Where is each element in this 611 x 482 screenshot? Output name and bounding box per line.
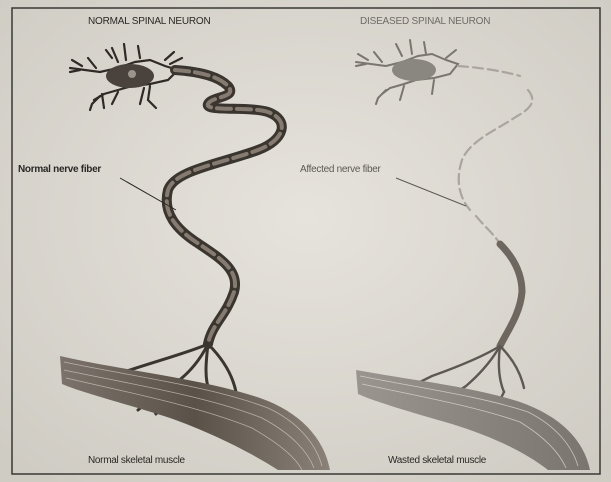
normal-fiber-label: Normal nerve fiber bbox=[18, 164, 101, 175]
wasted-muscle-caption: Wasted skeletal muscle bbox=[388, 455, 486, 466]
normal-panel-title: NORMAL SPINAL NEURON bbox=[88, 16, 211, 27]
diseased-panel-title: DISEASED SPINAL NEURON bbox=[360, 16, 490, 27]
affected-fiber-label: Affected nerve fiber bbox=[300, 164, 381, 175]
normal-muscle-caption: Normal skeletal muscle bbox=[88, 455, 185, 466]
